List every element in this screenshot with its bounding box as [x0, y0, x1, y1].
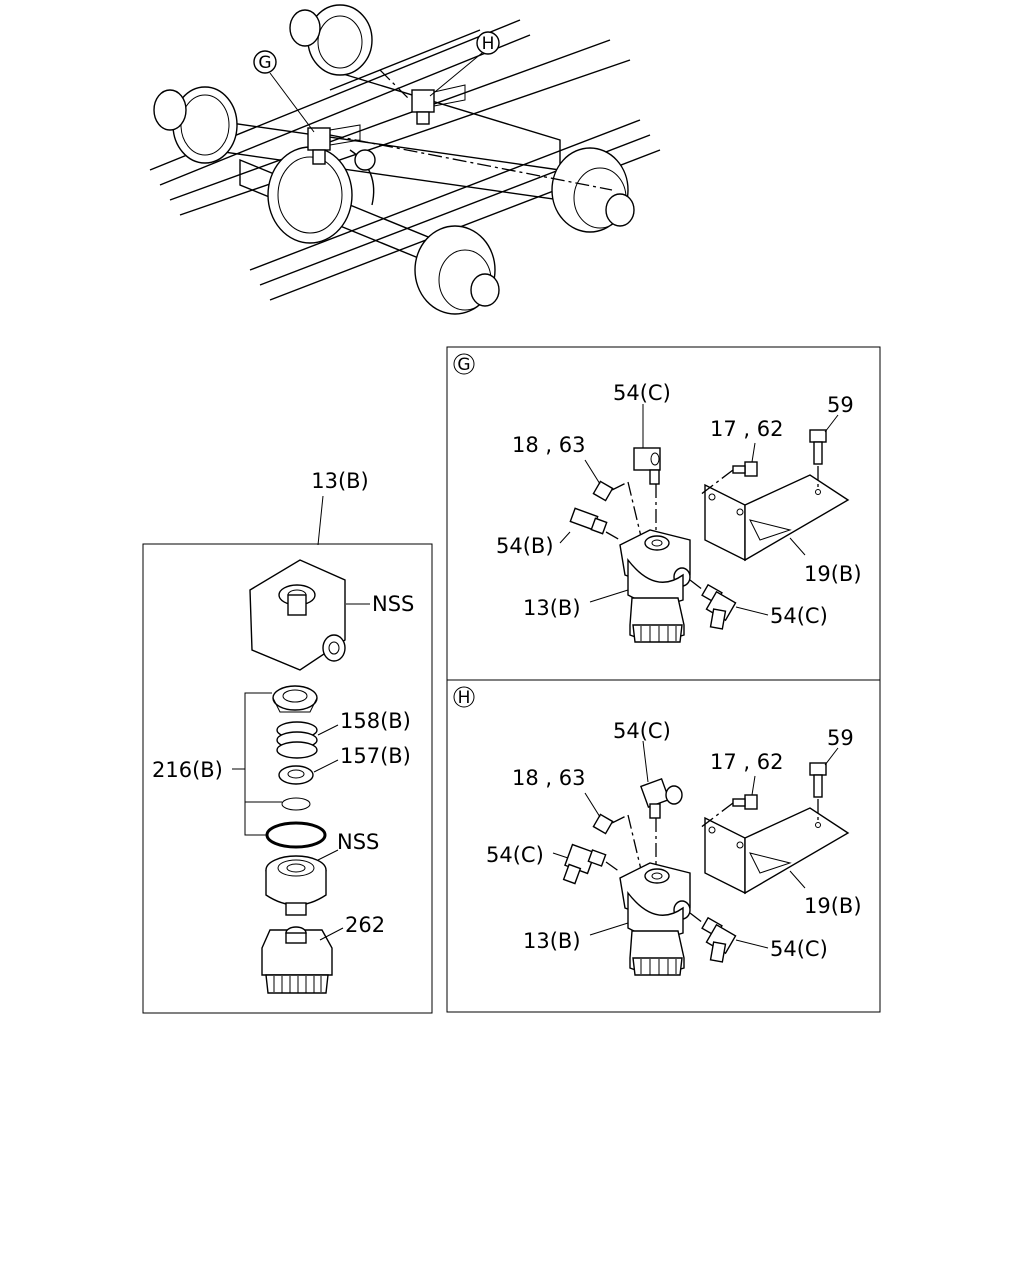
fitting-54c-left-h — [562, 843, 607, 885]
bolt-59-h — [809, 762, 827, 798]
overview-axle-assembly: G H — [149, 4, 661, 315]
fitting-54c-top-h — [640, 778, 683, 819]
valve-13b-g — [619, 529, 691, 643]
label-g-54c-top: 54(C) — [613, 381, 671, 405]
hub-bottom — [414, 225, 500, 315]
label-h-54c-left: 54(C) — [486, 843, 544, 867]
label-216b: 216(B) — [152, 758, 223, 782]
label-g-17-62: 17 , 62 — [710, 417, 783, 441]
svg-text:H: H — [482, 34, 495, 54]
seat-157b — [278, 765, 314, 785]
label-h-59: 59 — [827, 726, 854, 750]
nut-18-63-h — [592, 813, 614, 835]
panel-g-callout: G — [457, 355, 470, 375]
fitting-54b-g — [569, 507, 608, 535]
label-h-19b: 19(B) — [804, 894, 862, 918]
label-h-18-63: 18 , 63 — [512, 766, 585, 790]
valve-h-location — [411, 84, 466, 125]
label-nss-bottom: NSS — [337, 830, 379, 854]
callout-g: G — [253, 50, 315, 133]
label-158b: 158(B) — [340, 709, 411, 733]
bolt-17-62-h — [732, 794, 758, 810]
bracket-19b-h — [704, 807, 850, 895]
label-157b: 157(B) — [340, 744, 411, 768]
panel-h-frame — [446, 679, 881, 1013]
label-g-54c-right: 54(C) — [770, 604, 828, 628]
label-g-54b: 54(B) — [496, 534, 554, 558]
seal-cup — [272, 685, 318, 713]
panel-h-callout: H — [458, 688, 471, 708]
label-13b-title: 13(B) — [311, 469, 369, 493]
hub-top — [289, 4, 373, 76]
cap-262 — [261, 926, 333, 994]
label-h-17-62: 17 , 62 — [710, 750, 783, 774]
o-ring-small — [281, 797, 311, 811]
hub-left-upper — [153, 86, 238, 164]
bracket-19b-g — [704, 474, 850, 562]
label-nss-top: NSS — [372, 592, 414, 616]
panel-g: G 19(B) 59 17 , 62 — [446, 346, 881, 681]
filter-element — [265, 855, 327, 916]
o-ring-large — [265, 821, 327, 849]
panel-h: H 19(B) 59 17 , 62 — [446, 679, 881, 1013]
bolt-17-62-g — [732, 461, 758, 477]
label-h-13b: 13(B) — [523, 929, 581, 953]
spring-158b — [276, 721, 318, 759]
fitting-54c-right-g — [701, 583, 737, 630]
fitting-54c-right-h — [701, 916, 737, 963]
detail-13b-frame — [142, 543, 433, 1014]
valve-13b-h — [619, 862, 691, 976]
detail-13b-exploded: 13(B) NSS 216(B) — [142, 469, 433, 1014]
label-g-13b: 13(B) — [523, 596, 581, 620]
label-h-54c-top: 54(C) — [613, 719, 671, 743]
nut-18-63-g — [592, 480, 614, 502]
label-g-18-63: 18 , 63 — [512, 433, 585, 457]
valve-g-location — [307, 124, 361, 165]
label-g-19b: 19(B) — [804, 562, 862, 586]
valve-body — [249, 559, 346, 671]
label-g-59: 59 — [827, 393, 854, 417]
label-h-54c-right: 54(C) — [770, 937, 828, 961]
label-262: 262 — [345, 913, 385, 937]
fitting-54c-top-g — [633, 447, 661, 485]
svg-text:G: G — [258, 53, 271, 73]
hub-right — [551, 147, 635, 233]
bolt-59-g — [809, 429, 827, 465]
callout-h: H — [429, 31, 500, 97]
